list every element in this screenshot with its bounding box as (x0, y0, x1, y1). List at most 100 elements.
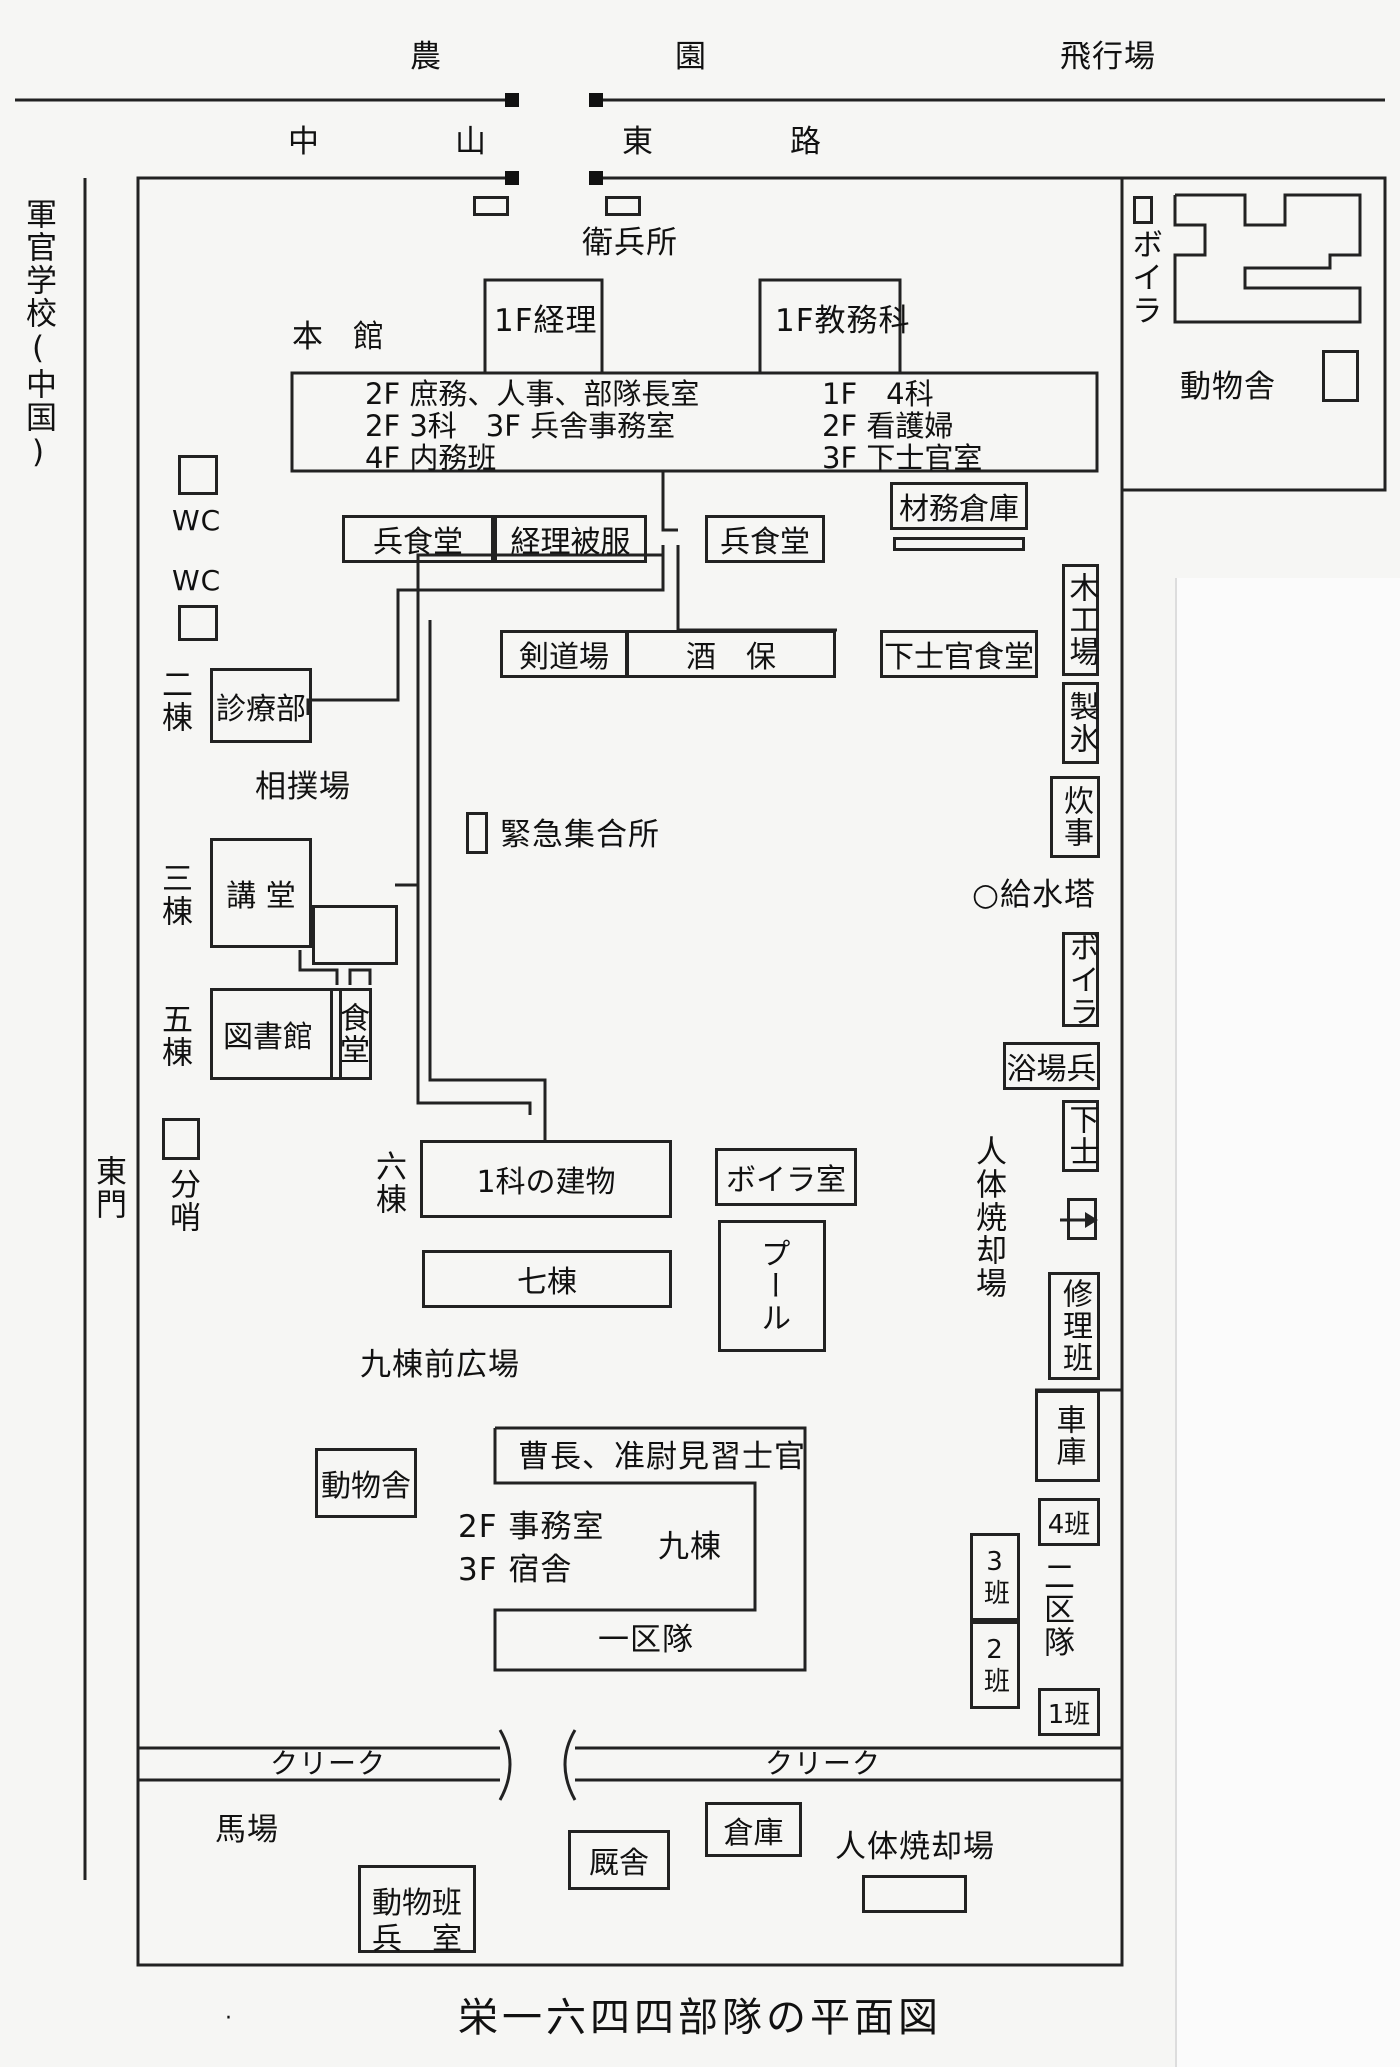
label-water-tower: ○給水塔 (972, 877, 1097, 913)
corridor-9 (298, 950, 339, 985)
label-building-2: 二棟 (156, 668, 192, 734)
label-road-1: 中 (288, 124, 320, 160)
label-wc-1: WC (172, 504, 222, 537)
label-boiler-ne: ボイラ (1126, 228, 1162, 327)
carpentry-shop: 木工場 (1062, 564, 1099, 676)
canteen: 酒 保 (626, 630, 836, 678)
soldier-mess-hall-1: 兵食堂 (342, 515, 494, 563)
compound-boundary (136, 176, 512, 1115)
material-warehouse: 材務倉庫 (890, 482, 1028, 530)
wc-box-2 (178, 605, 218, 641)
page-title: 栄一六四四部隊の平面図 (458, 1995, 942, 2041)
label-1f-education: 1F教務科 (775, 303, 911, 339)
kitchen: 炊事 (1050, 776, 1100, 858)
label-building-6: 六棟 (370, 1150, 406, 1216)
creek-bracket-left (498, 1729, 512, 1801)
creek-bracket-right (563, 1729, 577, 1801)
guard-box-2 (605, 196, 641, 216)
compound-boundary-top-right (596, 176, 1387, 492)
soldier-bath: 浴場兵 (1003, 1042, 1100, 1090)
accounting-clothing: 経理被服 (494, 515, 647, 563)
ice-making: 製氷 (1062, 682, 1099, 764)
compound-boundary-2 (136, 490, 1124, 1967)
squad-4: 4班 (1038, 1498, 1100, 1546)
gate-post-2 (589, 93, 603, 107)
honkan-block (290, 371, 1099, 473)
emergency-box (466, 812, 488, 854)
corridor-7 (428, 620, 547, 1140)
label-3f-dormitory: 3F 宿舎 (458, 1552, 573, 1588)
auditorium: 講 堂 (210, 838, 312, 948)
label-road-4: 路 (790, 124, 822, 160)
label-guard-house: 衛兵所 (582, 225, 678, 261)
warehouse: 倉庫 (705, 1802, 802, 1857)
garage: 車庫 (1035, 1390, 1100, 1482)
stable: 厩舎 (568, 1830, 670, 1890)
label-airfield: 飛行場 (1060, 39, 1156, 75)
animal-house: 動物舎 (315, 1448, 417, 1518)
corridor-6 (416, 885, 532, 1115)
label-2f-office: 2F 事務室 (458, 1509, 605, 1545)
corridor-1 (661, 471, 678, 532)
label-wc-2: WC (172, 564, 222, 597)
label-animal-house-ne: 動物舎 (1180, 369, 1276, 405)
arrow-head (1085, 1212, 1098, 1228)
label-second-platoon: 二区隊 (1038, 1560, 1074, 1659)
kyuto-building (493, 1426, 807, 1672)
nco-mess-hall: 下士官食堂 (880, 630, 1038, 678)
guard-box-1 (473, 196, 509, 216)
honkan-line-r3: 3F 下士官室 (822, 441, 983, 475)
soldier-mess-hall-2: 兵食堂 (705, 515, 825, 563)
gate-post-1 (505, 93, 519, 107)
label-building-5: 五棟 (156, 1003, 192, 1069)
honkan-line-2: 2F 3科 3F 兵舎事務室 (365, 409, 676, 443)
label-creek-1: クリーク (270, 1747, 387, 1780)
dining-hall: 食堂 (330, 988, 372, 1080)
label-building-9: 九棟 (658, 1529, 722, 1565)
nco-bath: 下士 (1062, 1100, 1099, 1172)
honkan-line-r1: 1F 4科 (822, 377, 934, 411)
label-road-2: 山 (455, 124, 487, 160)
label-outpost: 分哨 (164, 1168, 200, 1234)
label-east-gate: 東門 (90, 1155, 126, 1221)
section-1-building: 1科の建物 (420, 1140, 672, 1218)
paper-sheet (1175, 578, 1400, 2067)
corridor-10 (348, 968, 372, 985)
dot-mark: · (225, 2006, 233, 2031)
auditorium-annex (312, 905, 398, 965)
clinic: 診療部 (210, 668, 312, 743)
label-crematorium-2: 人体焼却場 (835, 1829, 995, 1865)
label-building-3: 三棟 (156, 862, 192, 928)
label-farm-1: 農 (410, 39, 442, 75)
squad-3: 3班 (970, 1533, 1020, 1621)
warehouse-bar (893, 537, 1025, 551)
gate-post-4 (589, 171, 603, 185)
label-military-academy: 軍官学校(中国) (20, 198, 56, 472)
label-crematorium-1: 人体焼却場 (970, 1135, 1006, 1300)
label-riding-ground: 馬場 (215, 1812, 279, 1848)
label-farm-2: 園 (675, 39, 707, 75)
wc-box-1 (178, 455, 218, 495)
kendo-hall: 剣道場 (500, 630, 628, 678)
corridor-5 (308, 555, 665, 702)
keiri-wing (483, 278, 604, 375)
honkan-line-3: 4F 内務班 (365, 441, 497, 475)
label-emergency-assembly: 緊急集合所 (500, 817, 660, 853)
label-road-3: 東 (622, 124, 654, 160)
ne-small-box (1133, 196, 1153, 224)
label-square: 九棟前広場 (360, 1347, 520, 1383)
pool: プール (718, 1220, 826, 1352)
corridor-8 (306, 698, 398, 715)
label-first-platoon: 一区隊 (598, 1622, 694, 1658)
animal-squad-barracks: 動物班 兵 室 (358, 1865, 476, 1957)
library: 図書館 (210, 988, 342, 1080)
ne-building (1173, 193, 1362, 324)
crematorium-box-2 (862, 1875, 967, 1913)
crematorium-box-1 (1067, 1198, 1097, 1240)
boiler-2: ボイラ (1062, 931, 1099, 1028)
gate-post-3 (505, 171, 519, 185)
corridor-3 (395, 545, 665, 887)
label-nco-officers: 曹長、准尉見習士官 (518, 1439, 806, 1475)
outpost-box (162, 1118, 200, 1160)
